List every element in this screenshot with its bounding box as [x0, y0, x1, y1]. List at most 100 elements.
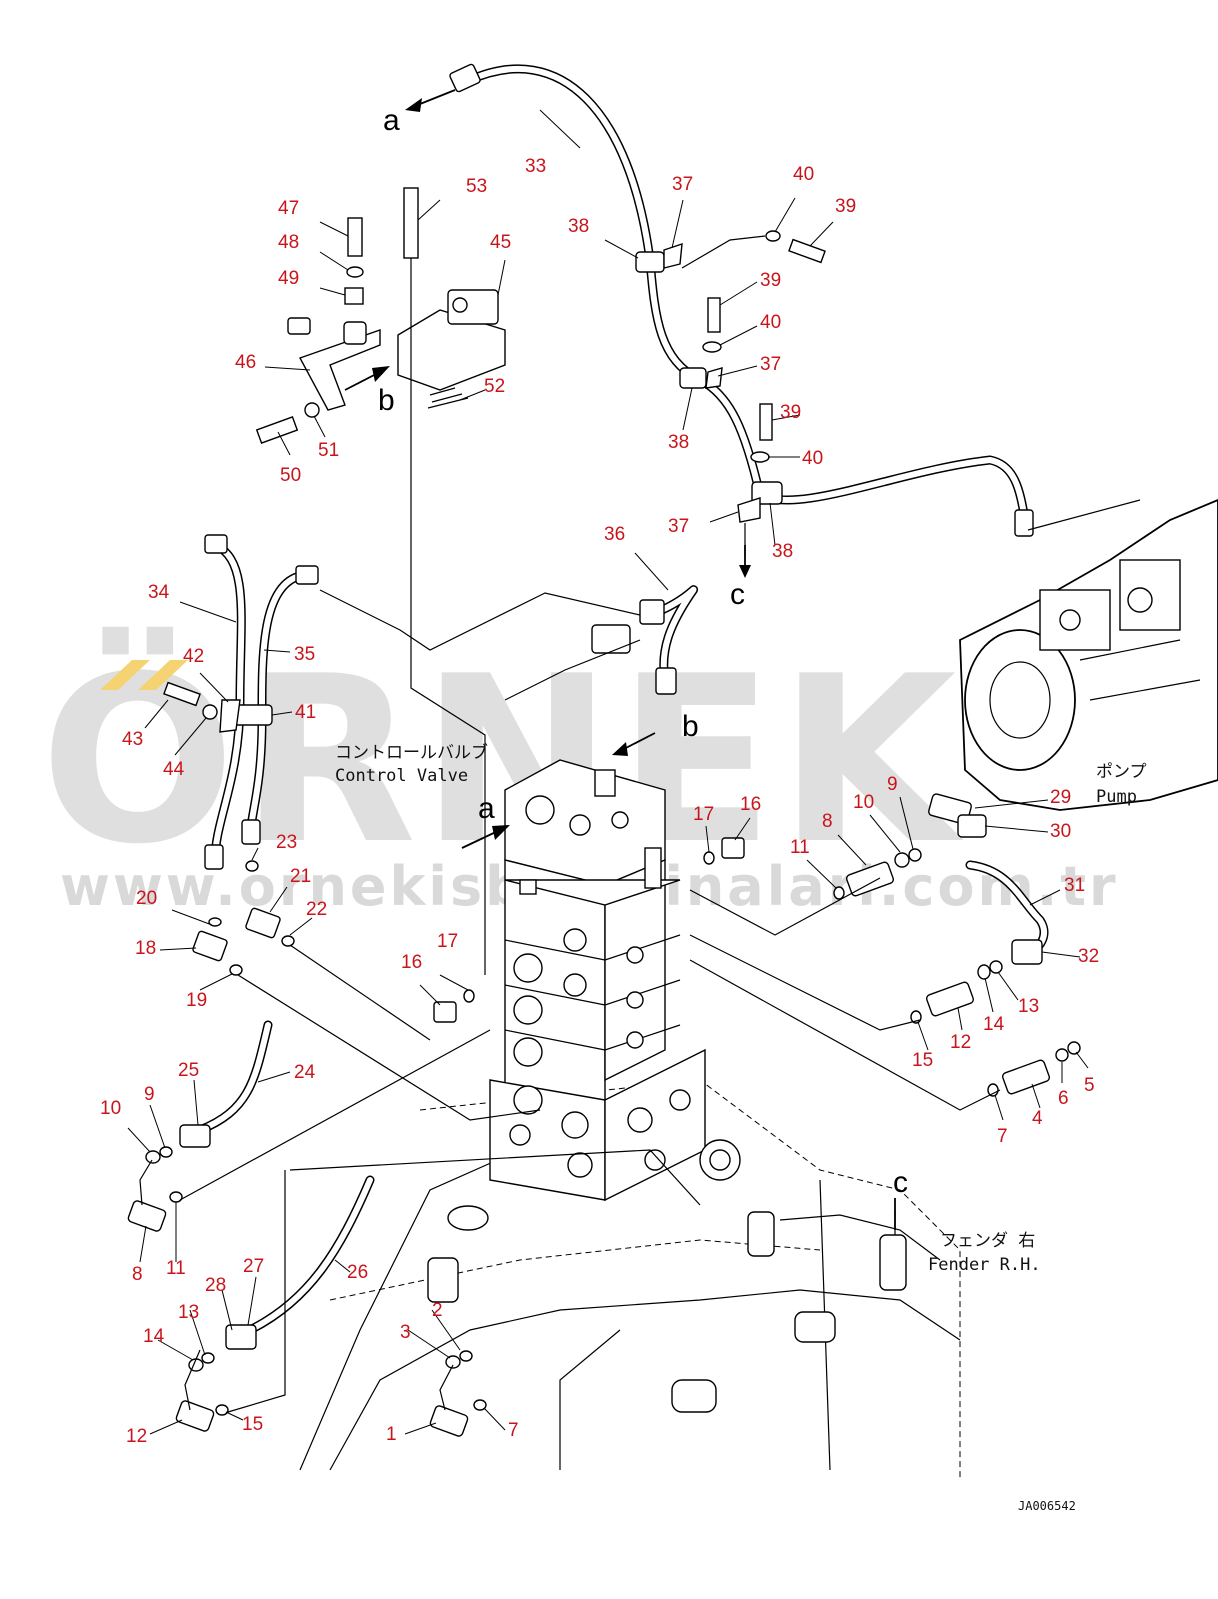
o-ring-17-right: [703, 851, 715, 865]
o-ring-7-right: [987, 1083, 999, 1097]
callout-38: 38: [668, 432, 689, 453]
callout-20: 20: [136, 888, 157, 909]
elbow-25: [179, 1124, 211, 1148]
callout-4: 4: [1032, 1108, 1043, 1129]
callout-8: 8: [132, 1264, 143, 1285]
callout-53: 53: [466, 176, 487, 197]
callout-9: 9: [144, 1084, 155, 1105]
callout-36: 36: [604, 524, 625, 545]
washer-51: [304, 402, 320, 418]
callout-42: 42: [183, 646, 204, 667]
spacer-37-middle: [705, 367, 723, 389]
callout-52: 52: [484, 376, 505, 397]
o-ring-15-left: [215, 1404, 229, 1416]
callout-35: 35: [294, 644, 315, 665]
callout-1: 1: [386, 1424, 397, 1445]
callout-16: 16: [401, 952, 422, 973]
fitting-32: [1011, 939, 1043, 965]
elbow-28: [225, 1324, 257, 1350]
adapter-8-right: [845, 861, 895, 897]
elbow-21: [245, 907, 281, 939]
note-control-valve-en: Control Valve: [335, 766, 468, 786]
solenoid-valve-45: [397, 309, 506, 391]
hose-33-pump-fitting: [1014, 509, 1034, 537]
callout-12: 12: [950, 1032, 971, 1053]
bolt-43: [163, 681, 201, 707]
callout-18: 18: [135, 938, 156, 959]
callout-29: 29: [1050, 787, 1071, 808]
hydraulic-pump: [959, 499, 1218, 811]
o-ring-10-right: [894, 852, 910, 868]
washer-40-b: [702, 341, 722, 353]
bolt-50: [255, 416, 299, 444]
callout-7: 7: [997, 1126, 1008, 1147]
washer-40-a: [765, 230, 781, 242]
drawing-code: JA006542: [1018, 1499, 1076, 1513]
adapter-4: [1001, 1059, 1051, 1095]
callout-40: 40: [793, 164, 814, 185]
hose-33-end-fitting: [449, 63, 481, 93]
washer-40-c: [750, 451, 770, 463]
control-valve-block: [489, 759, 741, 1202]
hose-35-top-fitting: [295, 565, 319, 585]
reference-letter-b: b: [378, 384, 395, 417]
callout-24: 24: [294, 1062, 316, 1083]
callout-30: 30: [1050, 821, 1071, 842]
bracket-46: [298, 329, 381, 411]
hose-34-top-fitting: [204, 534, 228, 554]
o-ring-19: [229, 964, 243, 976]
callout-44: 44: [163, 759, 185, 780]
callout-17: 17: [437, 931, 458, 952]
adapter-8-left: [127, 1200, 167, 1232]
spacer-49: [344, 287, 364, 305]
watermark-brand: ÖRNEK: [40, 626, 964, 895]
callout-17: 17: [693, 804, 714, 825]
o-ring-6: [1055, 1048, 1069, 1062]
adapter-36: [591, 624, 631, 654]
callout-45: 45: [490, 232, 511, 253]
callout-37: 37: [672, 174, 693, 195]
callout-14: 14: [983, 1014, 1005, 1035]
clamp-38-middle: [679, 367, 707, 389]
o-ring-7-lower: [473, 1399, 487, 1411]
spacer-37-upper: [663, 242, 683, 269]
reference-letter-c: c: [730, 578, 745, 611]
reference-letter-b: b: [682, 710, 699, 743]
callout-50: 50: [280, 465, 301, 486]
callout-14: 14: [143, 1326, 165, 1347]
hose-35-bottom-fitting: [241, 819, 261, 845]
callout-3: 3: [400, 1322, 411, 1343]
bolt-47: [347, 217, 363, 257]
watermark-accent-right: [138, 660, 188, 690]
callout-43: 43: [122, 729, 143, 750]
machine-frame: [299, 1079, 961, 1480]
callout-49: 49: [278, 268, 299, 289]
reference-letter-c: c: [893, 1166, 908, 1199]
callout-26: 26: [347, 1262, 368, 1283]
callout-39: 39: [780, 402, 801, 423]
callout-10: 10: [100, 1098, 121, 1119]
callout-11: 11: [790, 837, 810, 858]
callout-33: 33: [525, 156, 546, 177]
callout-13: 13: [178, 1302, 199, 1323]
note-pump-en: Pump: [1096, 787, 1137, 807]
spacer-42: [219, 699, 241, 733]
spacer-37-lower: [737, 497, 761, 523]
frame-boss-2: [671, 1379, 717, 1413]
note-fender-en: Fender R.H.: [928, 1255, 1041, 1275]
bolt-39-a: [788, 238, 826, 264]
callout-32: 32: [1078, 946, 1099, 967]
clamp-38-upper: [635, 251, 665, 273]
callout-51: 51: [318, 440, 339, 461]
o-ring-2: [459, 1350, 473, 1362]
callout-7: 7: [508, 1420, 519, 1441]
washer-44: [202, 704, 218, 720]
callout-16: 16: [740, 794, 761, 815]
o-ring-11-right: [833, 886, 845, 900]
callout-15: 15: [242, 1414, 263, 1435]
annotations: コントロールバルブ Control Valve ポンプ Pump フェンダ 右 …: [335, 742, 1147, 1513]
frame-bolt-head: [447, 1205, 489, 1231]
callout-8: 8: [822, 811, 833, 832]
fitting-30: [957, 814, 987, 838]
